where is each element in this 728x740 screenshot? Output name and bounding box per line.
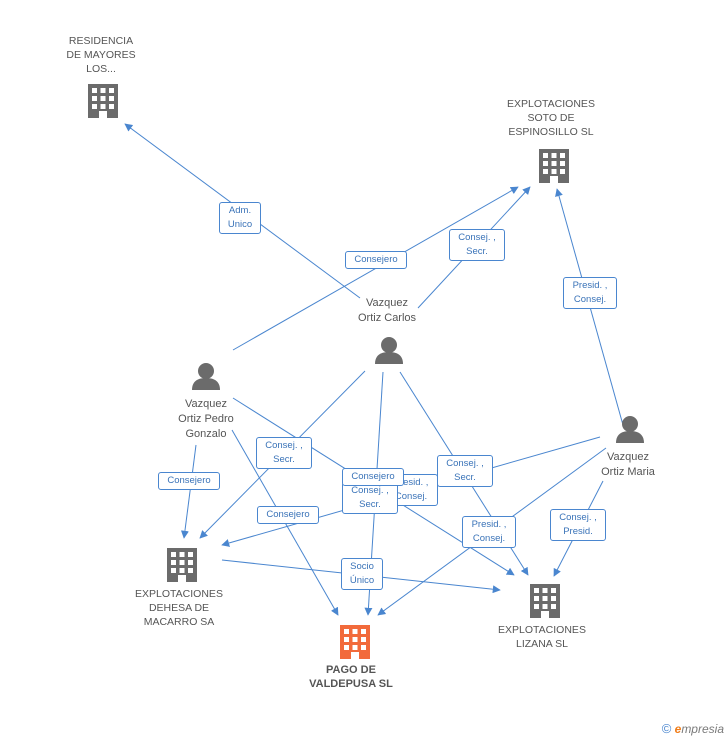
empresia-credit[interactable]: © empresia [662, 721, 724, 736]
edge-tag-consej-secr-carlos-pago: Consej. , Secr. [342, 482, 398, 514]
edge-tag-consejero-soto: Consejero [345, 251, 407, 269]
building-icon [539, 149, 569, 183]
building-icon-focus [340, 625, 370, 659]
edge-pedro-dehesa [180, 444, 197, 539]
person-label-carlos[interactable]: Vazquez Ortiz Carlos [357, 297, 417, 324]
company-label-lizana[interactable]: EXPLOTACIONES LIZANA SL [498, 624, 586, 650]
edge-tag-consej-secr-soto: Consej. , Secr. [449, 229, 505, 261]
empresia-logo-initial: e [674, 722, 682, 736]
edge-tag-socio-unico: Socio Único [341, 558, 383, 590]
empresia-logo-text: mpresia [681, 722, 724, 736]
copyright-icon: © [661, 721, 672, 736]
edge-tag-presid-consej-soto: Presid. , Consej. [563, 277, 617, 309]
building-icon [88, 84, 118, 118]
company-label-residencia[interactable]: RESIDENCIA DE MAYORES LOS... [66, 35, 136, 75]
person-icon [616, 416, 644, 443]
building-icon [530, 584, 560, 618]
building-icon [167, 548, 197, 582]
edge-tag-presid-consej-maria-pago: Presid. , Consej. [462, 516, 516, 548]
edge-tag-consejero-pedro-dehesa: Consejero [158, 472, 220, 490]
edge-tag-adm-unico: Adm. Unico [219, 202, 261, 234]
person-icon [375, 337, 403, 364]
edge-tag-consej-secr-maria-dehesa: Consej. , Secr. [437, 455, 493, 487]
company-label-soto[interactable]: EXPLOTACIONES SOTO DE ESPINOSILLO SL [507, 98, 595, 138]
person-label-maria[interactable]: Vazquez Ortiz Maria [601, 451, 655, 478]
edge-tag-consej-secr-carlos-dehesa: Consej. , Secr. [256, 437, 312, 469]
company-label-dehesa[interactable]: EXPLOTACIONES DEHESA DE MACARRO SA [135, 588, 223, 628]
edge-tag-consej-presid-maria-lizana: Consej. , Presid. [550, 509, 606, 541]
person-icon [192, 363, 220, 390]
edge-tag-consejero-pedro-pago: Consejero [257, 506, 319, 524]
company-label-pago[interactable]: PAGO DE VALDEPUSA SL [309, 664, 393, 690]
edge-tag-consejero-carlos-lizana: Consejero [342, 468, 404, 486]
person-label-pedro[interactable]: Vazquez Ortiz Pedro Gonzalo [178, 398, 234, 440]
